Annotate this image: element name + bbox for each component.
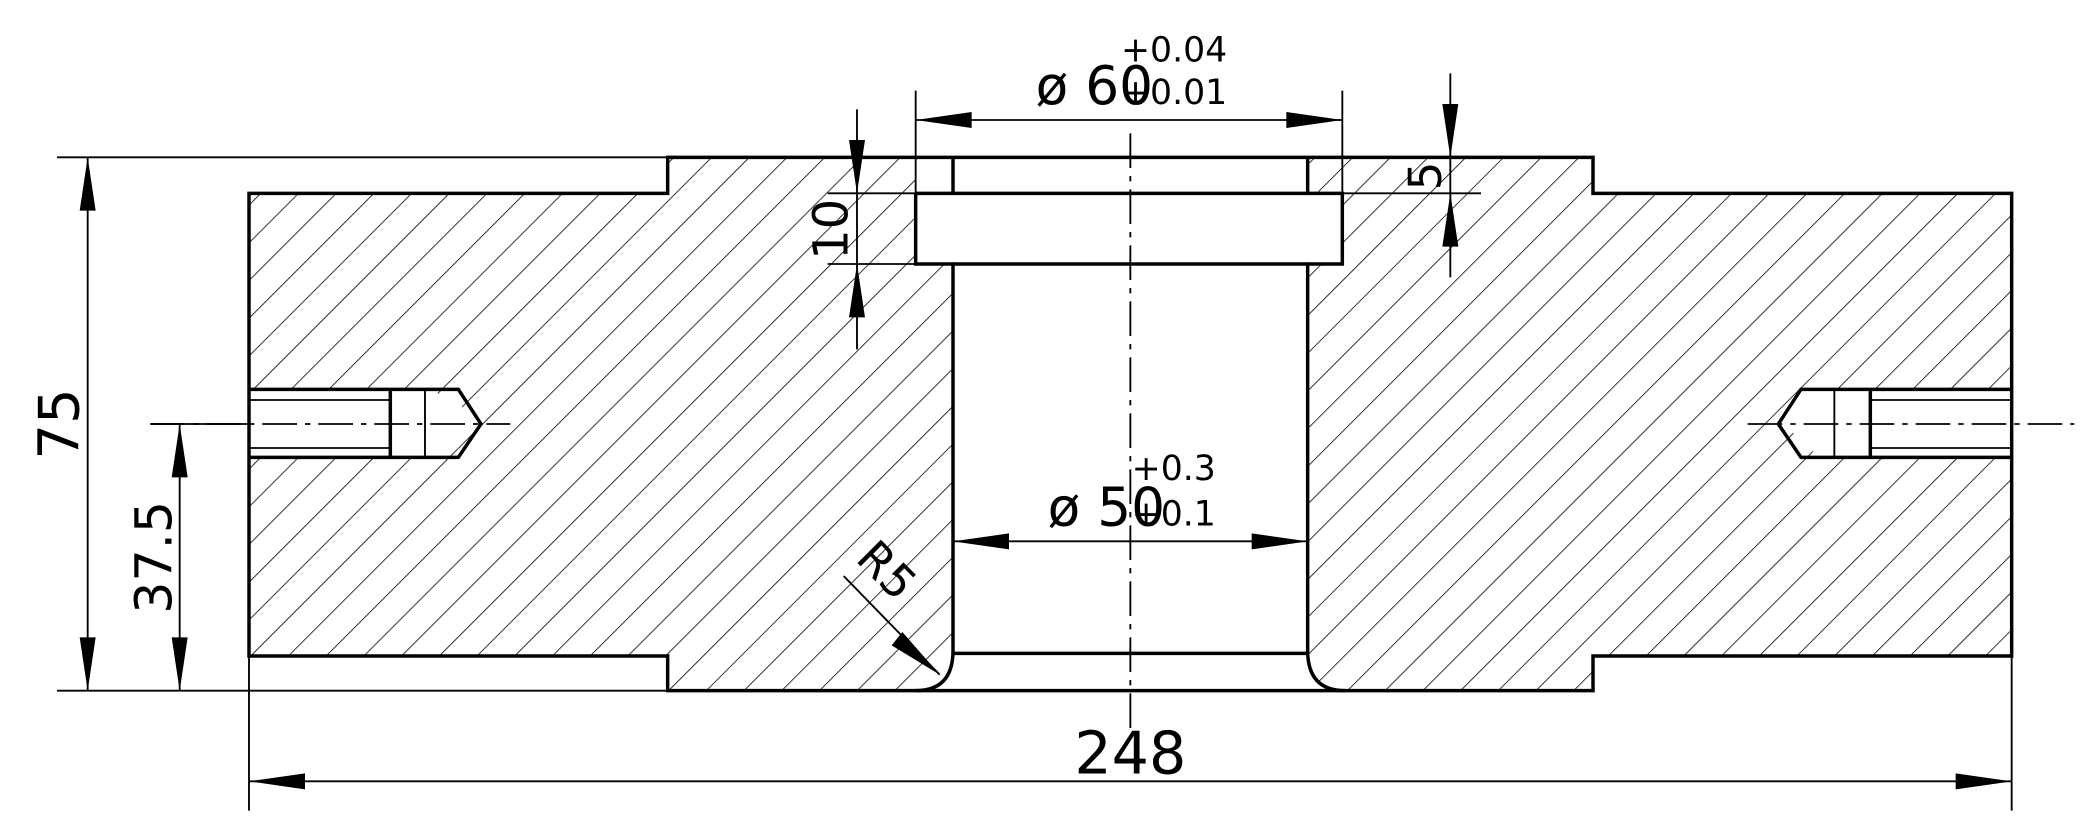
- bore-lower-symbol: ø: [1048, 475, 1081, 538]
- extension-lines: [57, 90, 2013, 811]
- dimension-ø50: ø 50 +0.3 +0.1: [953, 449, 1308, 550]
- dimension-5: 5: [1399, 73, 1459, 278]
- bore-lower-tol-lower: +0.1: [1132, 494, 1216, 534]
- left-section-hatch: [249, 157, 953, 691]
- right-section-hatch: [1307, 157, 2012, 691]
- counterbore-depth-label: 10: [804, 199, 860, 260]
- bore-upper-tol-lower: +0.01: [1121, 73, 1227, 113]
- bore-upper-symbol: ø: [1036, 54, 1069, 117]
- bore-upper-nominal: 60: [1085, 54, 1153, 117]
- bore-upper-tol-upper: +0.04: [1121, 30, 1227, 70]
- svg-text:ø 50: ø 50: [1048, 475, 1165, 538]
- svg-text:ø 60: ø 60: [1036, 54, 1153, 117]
- dimension-10: 10: [804, 109, 865, 350]
- bore-lower-nominal: 50: [1097, 475, 1165, 538]
- half-height-dimension-label: 37.5: [125, 501, 184, 614]
- bore-lower-tol-upper: +0.3: [1132, 449, 1216, 489]
- dimension-ø60: ø 60 +0.04 +0.01: [915, 30, 1343, 128]
- dimension-248: 248: [249, 719, 2012, 790]
- overall-length-label: 248: [1074, 719, 1186, 787]
- step-height-label: 5: [1399, 162, 1452, 191]
- height-dimension-label: 75: [27, 388, 92, 459]
- dimension-75: 75: [27, 157, 96, 691]
- dimension-37-5: 37.5: [125, 424, 188, 691]
